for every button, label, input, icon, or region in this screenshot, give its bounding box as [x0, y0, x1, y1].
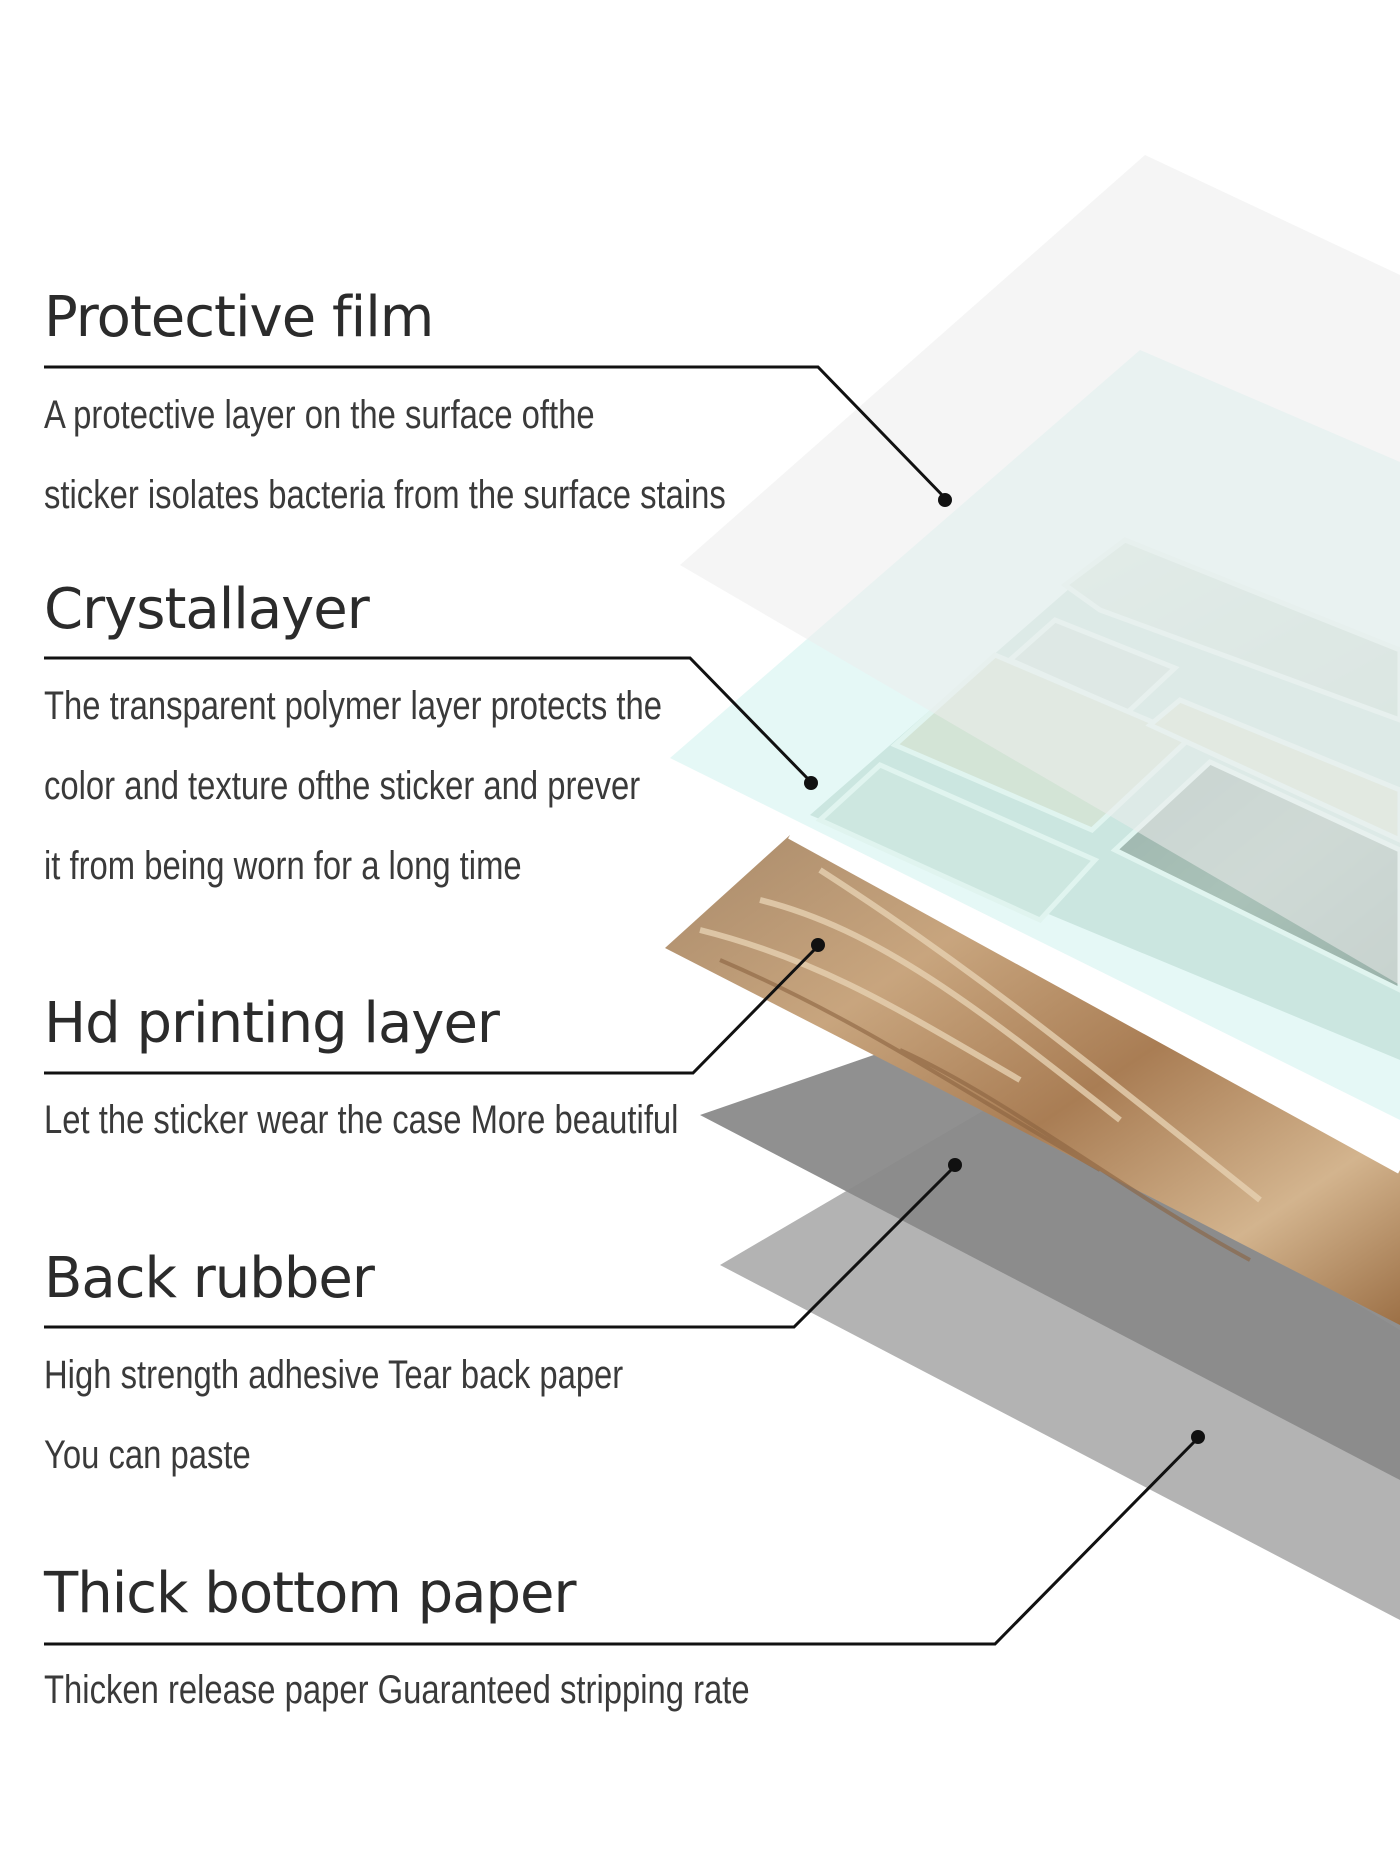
layer-thick-bottom-paper-desc: Thicken release paper Guaranteed strippi…: [44, 1650, 905, 1730]
layer-desc-line: it from being worn for a long time: [44, 844, 522, 888]
leader-lines: [44, 365, 1200, 1646]
leader-hd-printing-layer: [44, 944, 820, 1075]
layer-desc-line: Let the sticker wear the case More beaut…: [44, 1098, 679, 1142]
leader-dot-hd-printing-layer: [811, 938, 825, 952]
layer-desc-line: High strength adhesive Tear back paper: [44, 1353, 624, 1397]
layer-desc-line: sticker isolates bacteria from the surfa…: [44, 473, 726, 517]
bottom-paper-sheet: [720, 1095, 1400, 1620]
protective-film-sheet: [680, 155, 1400, 985]
layer-title: Back rubber: [44, 1246, 375, 1311]
leader-back-rubber: [44, 1164, 957, 1329]
layer-desc-line: You can paste: [44, 1433, 251, 1477]
layer-desc-line: A protective layer on the surface ofthe: [44, 393, 595, 437]
leader-crystal-layer: [44, 656, 813, 784]
leader-dot-crystal-layer: [804, 776, 818, 790]
layer-title: Protective film: [44, 285, 434, 350]
printing-layer-sheet: [665, 835, 1400, 1325]
layer-crystal-layer: Crystallayer: [44, 577, 370, 642]
layer-back-rubber-desc: High strength adhesive Tear back paper Y…: [44, 1335, 750, 1495]
layer-desc-line: color and texture ofthe sticker and prev…: [44, 764, 641, 808]
layer-thick-bottom-paper: Thick bottom paper: [44, 1566, 576, 1622]
leader-dot-protective-film: [938, 493, 952, 507]
layer-title: Thick bottom paper: [44, 1561, 576, 1626]
leader-dot-back-rubber: [948, 1158, 962, 1172]
layer-desc-line: Thicken release paper Guaranteed strippi…: [44, 1668, 750, 1712]
leader-protective-film: [44, 365, 947, 500]
layer-hd-printing: Hd printing layer: [44, 991, 500, 1056]
layer-desc-line: The transparent polymer layer protects t…: [44, 684, 663, 728]
layer-protective-film: Protective film: [44, 285, 434, 350]
layer-title: Hd printing layer: [44, 991, 500, 1056]
layer-back-rubber: Back rubber: [44, 1246, 375, 1311]
layer-crystal-layer-desc: The transparent polymer layer protects t…: [44, 666, 798, 906]
back-rubber-sheet: [700, 1020, 1400, 1480]
layer-title: Crystallayer: [44, 577, 370, 642]
layer-protective-film-desc: A protective layer on the surface ofthe …: [44, 375, 875, 535]
leader-thick-bottom-paper: [44, 1436, 1200, 1646]
leader-dot-thick-bottom-paper: [1191, 1430, 1205, 1444]
layer-hd-printing-desc: Let the sticker wear the case More beaut…: [44, 1080, 818, 1160]
